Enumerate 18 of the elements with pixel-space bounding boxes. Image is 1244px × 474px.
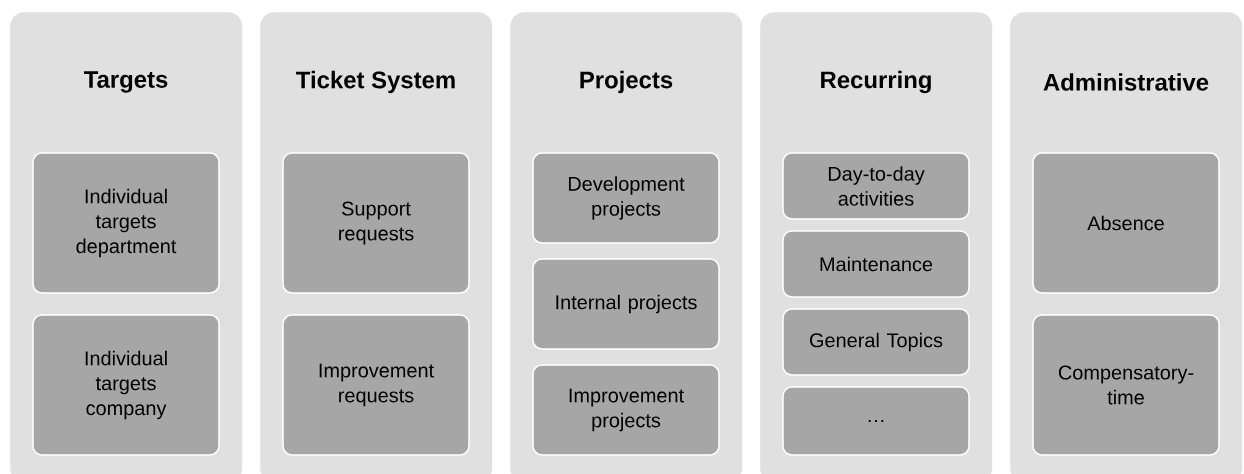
column-heading: Projects (580, 70, 673, 94)
category-box: Absence (1032, 152, 1220, 294)
category-box: Day-to-day activities (782, 152, 970, 220)
category-box: Improvement projects (532, 364, 720, 456)
column-heading: Recurring (821, 70, 931, 94)
category-box: Improvement requests (282, 314, 470, 456)
column-heading: Administrative (1043, 73, 1209, 91)
category-box: Support requests (282, 152, 470, 294)
category-box: Individual targets company (32, 314, 220, 456)
category-box: … (782, 386, 970, 456)
category-box: General Topics (782, 308, 970, 376)
column-heading: Ticket System (296, 70, 455, 94)
category-box: Individual targets department (32, 152, 220, 294)
category-box: Compensatory-time (1032, 314, 1220, 456)
category-box: Maintenance (782, 230, 970, 298)
category-box: Internal projects (532, 258, 720, 350)
column-heading: Targets (84, 71, 168, 93)
category-box: Development projects (532, 152, 720, 244)
